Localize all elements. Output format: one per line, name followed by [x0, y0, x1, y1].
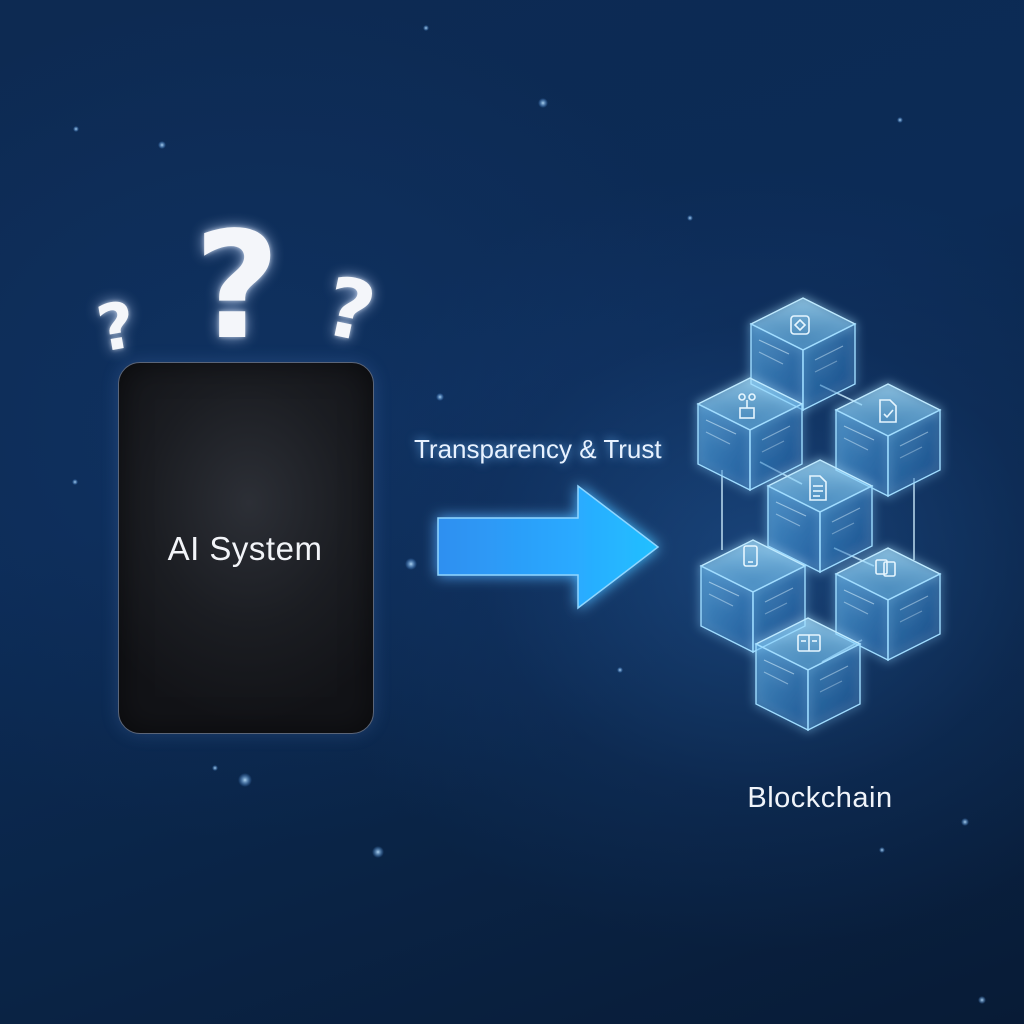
copy-icon: [875, 559, 896, 577]
arrow-right-icon: [437, 484, 660, 610]
device-icon: [743, 545, 758, 567]
ai-system-box: [118, 362, 374, 734]
document-check-icon: [879, 399, 897, 423]
ai-system-label: AI System: [167, 530, 323, 567]
document-icon: [809, 475, 827, 501]
flow-label: Transparency & Trust: [414, 434, 662, 464]
shield-icon: [790, 315, 810, 335]
hierarchy-icon: [738, 393, 756, 419]
question-mark-icon: ?: [194, 200, 280, 372]
ledger-icon: [797, 634, 821, 652]
blockchain-label: Blockchain: [747, 782, 893, 814]
